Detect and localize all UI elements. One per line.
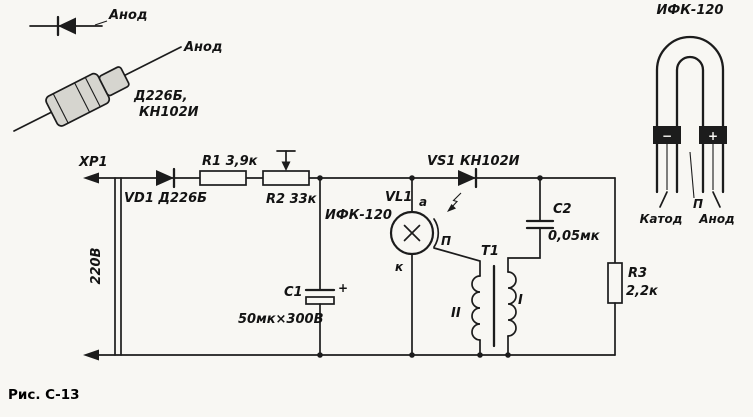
- c2-bottom-lead: [507, 227, 541, 273]
- lamp-plus-mark: +: [708, 129, 718, 143]
- legend-anode-label: Анод: [108, 8, 147, 23]
- lamp-anode-label: Анод: [698, 212, 735, 226]
- t1-ref-label: T1: [481, 244, 499, 259]
- lamp-cathode-lead: [659, 191, 668, 208]
- anode-leader-line: [94, 20, 108, 26]
- lamp-electrode-minus: [653, 126, 681, 144]
- t1-winding-ii: [471, 275, 481, 341]
- vl1-cathode-label: к: [395, 260, 404, 274]
- vl1-anode-label: а: [419, 195, 427, 209]
- diode-type-label-1: Д226Б,: [133, 89, 188, 104]
- vl1-cross-2: [403, 224, 421, 242]
- vl1-flash-lamp: VL1 ИФК-120 а к П: [325, 177, 462, 356]
- lamp-anode-lead: [712, 191, 721, 208]
- lamp-minus-mark: −: [662, 129, 672, 143]
- junction-dot: [505, 352, 511, 358]
- vl1-trigger-label: П: [441, 234, 451, 248]
- c2-value-label: 0,05мк: [548, 229, 601, 244]
- lamp-cathode-label: Катод: [640, 212, 683, 226]
- lamp-title: ИФК-120: [657, 3, 724, 18]
- r3-body: [607, 262, 623, 304]
- lamp-electrode-plus: [699, 126, 727, 144]
- t1-transformer: T1 II I: [451, 244, 523, 356]
- vd1-triangle: [156, 170, 174, 186]
- junction-dot: [537, 175, 543, 181]
- diode-type-label-2: КН102И: [139, 105, 199, 120]
- lamp-tube-outer: [655, 35, 725, 194]
- legend-flash-lamp: ИФК-120 − + П Катод Анод: [640, 3, 735, 226]
- r2-body: [262, 170, 310, 186]
- t1-winding-i-label: I: [518, 293, 523, 308]
- vd1-diode: VD1 Д226Б: [124, 167, 207, 206]
- r3-value-label: 2,2к: [626, 284, 659, 299]
- junction-dot: [409, 352, 415, 358]
- diode-cylinder-line: [74, 83, 90, 113]
- diode-body: [45, 66, 130, 127]
- junction-dot: [477, 352, 483, 358]
- main-circuit: ХР1 220В VD1 Д226Б R1 3,9к R2 33к +: [78, 150, 659, 361]
- vl1-type-label: ИФК-120: [325, 208, 392, 223]
- connector-label: ХР1: [78, 155, 108, 170]
- vd1-label: VD1 Д226Б: [124, 191, 207, 206]
- vs1-label: VS1 КН102И: [427, 154, 520, 169]
- trigger-wire: [433, 247, 481, 277]
- r1-label: R1 3,9к: [202, 154, 259, 169]
- r1-body: [199, 170, 247, 186]
- photo-anode-label: Анод: [183, 40, 222, 55]
- r1-resistor: R1 3,9к: [199, 154, 259, 186]
- c1-ref-label: C1: [284, 285, 303, 300]
- legend-diode-symbol: Анод: [29, 8, 147, 37]
- plug-arrow-bottom-icon: [83, 349, 99, 361]
- mains-voltage-label: 220В: [89, 247, 104, 284]
- c1-capacitor: + C1 50мк×300В: [238, 177, 348, 356]
- lamp-tube-inner: [675, 55, 705, 194]
- diode-collar: [98, 66, 130, 97]
- c2-capacitor: C2 0,05мк: [507, 177, 601, 273]
- r2-variable-resistor: R2 33к: [262, 150, 318, 207]
- t1-winding-ii-label: II: [451, 306, 461, 321]
- junction-dot: [317, 175, 323, 181]
- vl1-ref-label: VL1: [385, 190, 412, 205]
- c1-value-label: 50мк×300В: [238, 312, 324, 327]
- r2-wiper-arrow-icon: [281, 161, 291, 171]
- lamp-trigger-lead: [689, 151, 695, 199]
- legend-diode-photo: Анод Д226Б, КН102И: [13, 40, 222, 132]
- pulse-arrowhead-icon: [447, 204, 456, 212]
- junction-dot: [317, 352, 323, 358]
- vs1-dynistor: VS1 КН102И: [427, 154, 520, 189]
- vs1-triangle: [458, 170, 476, 186]
- junction-dot: [409, 175, 415, 181]
- r3-ref-label: R3: [628, 266, 647, 281]
- r2-label: R2 33к: [266, 192, 318, 207]
- pulse-arrow-icon: [450, 192, 462, 209]
- diode-cylinder-line: [52, 93, 69, 123]
- c1-plate-bottom: [305, 296, 335, 305]
- c2-ref-label: C2: [553, 202, 572, 217]
- vl1-trigger-electrode: [433, 218, 440, 248]
- plug-arrow-top-icon: [83, 172, 99, 184]
- diode-symbol-triangle: [58, 17, 76, 35]
- lamp-trigger-label: П: [693, 197, 703, 211]
- t1-winding-i: [507, 271, 517, 337]
- diode-cylinder-line: [85, 77, 101, 107]
- c1-plus-mark: +: [338, 281, 348, 295]
- r3-resistor: R3 2,2к: [607, 177, 659, 356]
- figure-caption: Рис. С-13: [8, 387, 79, 403]
